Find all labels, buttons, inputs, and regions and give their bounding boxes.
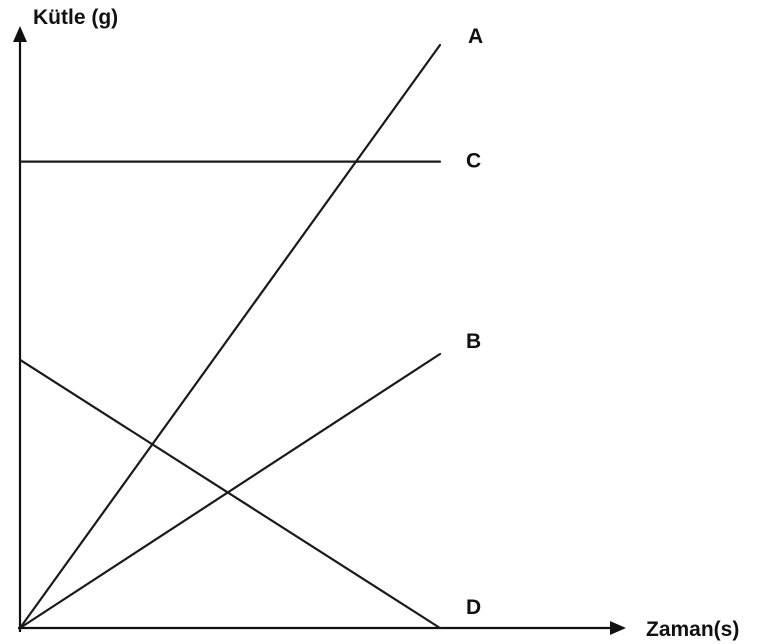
series-label-d: D	[466, 596, 481, 619]
series-line-b	[18, 352, 442, 630]
x-axis-arrow-icon	[610, 621, 626, 635]
y-axis-arrow-icon	[13, 26, 27, 42]
y-axis-title: Kütle (g)	[33, 6, 118, 29]
series-label-c: C	[466, 150, 481, 173]
series-line-a	[18, 43, 442, 630]
series-label-a: A	[468, 25, 483, 48]
series-layer: A C B D	[18, 25, 483, 630]
series-label-b: B	[466, 330, 481, 353]
x-axis-title: Zaman(s)	[646, 618, 739, 641]
series-line-d	[18, 358, 442, 630]
